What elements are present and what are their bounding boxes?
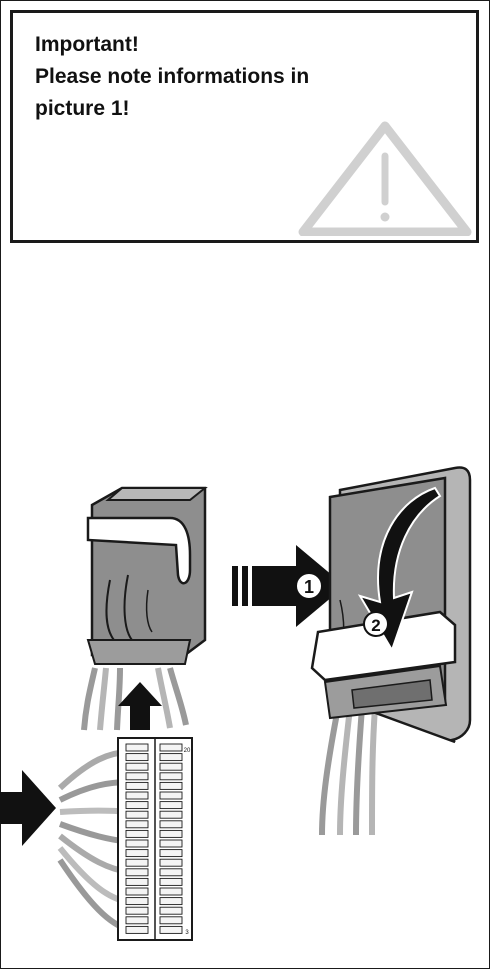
- step-2-badge: 2: [363, 611, 389, 637]
- socket-housing-right: [310, 466, 472, 744]
- pin-cell: [125, 868, 149, 877]
- pin-cell: [125, 753, 149, 762]
- notice-box: Important! Please note informations in p…: [10, 10, 479, 243]
- pin-cell: [159, 829, 183, 838]
- arrow-up-icon: [118, 682, 162, 730]
- pin-cell: [125, 925, 149, 934]
- pin-cell: [159, 772, 183, 781]
- pin-cell: [159, 868, 183, 877]
- pin-cell: [125, 743, 149, 752]
- step-1-badge: 1: [295, 572, 323, 600]
- plug-housing-left: [86, 486, 208, 665]
- step-1-label: 1: [304, 577, 314, 597]
- pin-cell: [159, 781, 183, 790]
- step-2-label: 2: [371, 616, 380, 635]
- pin-cell: [125, 858, 149, 867]
- pin-cell: [159, 906, 183, 915]
- pin-cell: [159, 877, 183, 886]
- pin-cell: [125, 849, 149, 858]
- wire-harness-left: [81, 667, 189, 731]
- pin-cell: [125, 887, 149, 896]
- pin-cell: [159, 820, 183, 829]
- pin-cell: [159, 743, 183, 752]
- pin-cell: [125, 877, 149, 886]
- connector-illustration: 1 2 20 3: [0, 466, 472, 941]
- pin-cell: [159, 887, 183, 896]
- pin-cell: [159, 858, 183, 867]
- pin-cell: [159, 925, 183, 934]
- pin-cell: [125, 810, 149, 819]
- pin-cell: [125, 781, 149, 790]
- pin-cell: [159, 791, 183, 800]
- notice-line: picture 1!: [35, 97, 130, 120]
- pin-cell: [159, 849, 183, 858]
- pin-label-top: 20: [184, 748, 191, 754]
- insert-arrow-icon: [0, 770, 56, 846]
- pin-cell: [159, 897, 183, 906]
- curved-arrow-icon: [357, 486, 442, 653]
- notice-line: Please note informations in: [35, 65, 310, 88]
- pin-cell: [125, 916, 149, 925]
- pin-cell: [159, 839, 183, 848]
- pin-cell: [159, 762, 183, 771]
- pin-cell: [125, 906, 149, 915]
- wire-harness-right: [319, 707, 378, 836]
- pin-cell: [159, 916, 183, 925]
- pin-cell: [159, 753, 183, 762]
- notice-text: Important! Please note informations in p…: [35, 29, 309, 125]
- pin-cell: [125, 897, 149, 906]
- pin-connector: 20 3: [117, 737, 193, 941]
- pin-cell: [125, 839, 149, 848]
- warning-triangle-icon: [298, 121, 472, 236]
- pin-cell: [125, 772, 149, 781]
- pin-cell: [159, 801, 183, 810]
- pin-cell: [125, 801, 149, 810]
- pin-cell: [125, 820, 149, 829]
- pin-cell: [159, 810, 183, 819]
- pin-cell: [125, 829, 149, 838]
- pin-label-bottom: 3: [185, 930, 189, 936]
- arrow-right-icon: [232, 545, 345, 627]
- pin-cell: [125, 762, 149, 771]
- pin-cell: [125, 791, 149, 800]
- notice-title: Important!: [35, 33, 139, 56]
